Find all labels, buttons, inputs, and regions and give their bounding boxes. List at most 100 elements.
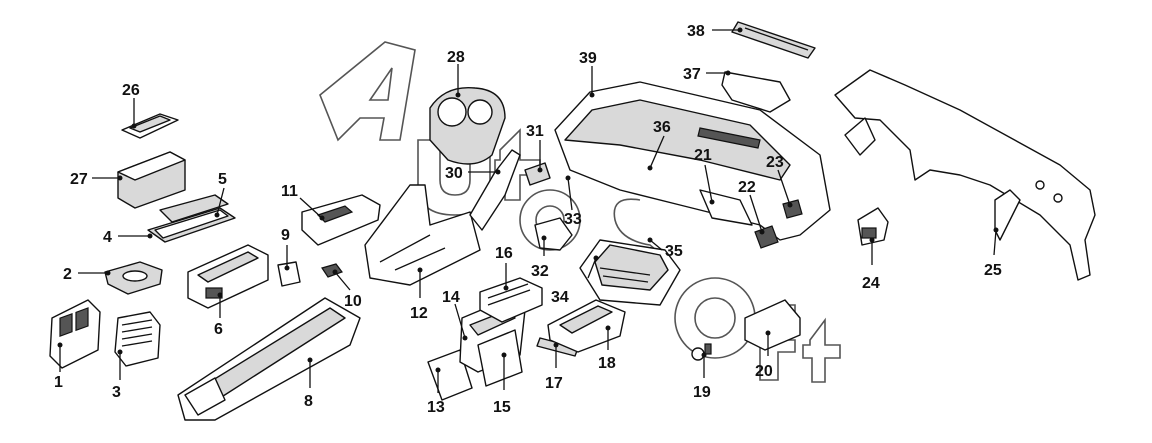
part-11-shelf bbox=[301, 194, 381, 246]
callout-3: 3 bbox=[112, 349, 123, 401]
callout-label-34: 34 bbox=[551, 289, 569, 306]
callout-label-9: 9 bbox=[281, 227, 290, 244]
part-5-plate bbox=[159, 194, 229, 223]
callout-27: 27 bbox=[70, 171, 123, 188]
callout-21: 21 bbox=[694, 147, 715, 205]
part-25-cross-beam bbox=[834, 69, 1096, 281]
part-28-instrument-cluster bbox=[429, 86, 506, 165]
callout-label-26: 26 bbox=[122, 82, 140, 99]
callout-24: 24 bbox=[862, 237, 880, 292]
callout-label-20: 20 bbox=[755, 363, 773, 380]
callout-23: 23 bbox=[766, 154, 793, 208]
callout-label-39: 39 bbox=[579, 50, 597, 67]
callout-label-32: 32 bbox=[531, 263, 549, 280]
watermark-letter-t2 bbox=[802, 317, 841, 383]
callout-5: 5 bbox=[214, 171, 227, 218]
callout-label-11: 11 bbox=[281, 183, 298, 200]
callout-30: 30 bbox=[445, 165, 501, 182]
callout-14: 14 bbox=[442, 289, 468, 341]
part-23-switch bbox=[782, 199, 803, 219]
callout-35: 35 bbox=[647, 237, 683, 260]
part-38-strip bbox=[731, 21, 816, 59]
part-12-console-bracket bbox=[364, 184, 481, 286]
callout-label-23: 23 bbox=[766, 154, 784, 171]
parts bbox=[49, 21, 1096, 421]
callout-17: 17 bbox=[545, 342, 563, 392]
callout-34: 34 bbox=[551, 255, 599, 306]
callout-label-19: 19 bbox=[693, 384, 711, 401]
callout-20: 20 bbox=[755, 330, 773, 380]
part-6-console-box bbox=[187, 244, 269, 309]
callout-label-14: 14 bbox=[442, 289, 460, 306]
callout-label-35: 35 bbox=[665, 243, 683, 260]
callout-36: 36 bbox=[647, 119, 671, 171]
callout-1: 1 bbox=[54, 342, 63, 391]
callout-16: 16 bbox=[495, 245, 513, 291]
callout-label-13: 13 bbox=[427, 399, 445, 416]
callout-label-24: 24 bbox=[862, 275, 880, 292]
callout-label-36: 36 bbox=[653, 119, 671, 136]
callout-label-25: 25 bbox=[984, 262, 1002, 279]
part-3-vent-bezel bbox=[114, 311, 161, 367]
watermark-letter-t bbox=[494, 128, 541, 201]
watermark-letter-a bbox=[319, 41, 416, 142]
callout-26: 26 bbox=[122, 82, 140, 129]
callout-39: 39 bbox=[579, 50, 597, 98]
callout-12: 12 bbox=[410, 267, 428, 322]
callout-label-4: 4 bbox=[103, 229, 112, 246]
callout-label-8: 8 bbox=[304, 393, 313, 410]
callout-9: 9 bbox=[281, 227, 290, 271]
callout-37: 37 bbox=[683, 66, 731, 83]
callout-19: 19 bbox=[693, 352, 711, 401]
part-4-panel bbox=[147, 207, 236, 243]
callouts: 1 2 3 4 5 6 8 9 bbox=[54, 23, 1002, 416]
callout-25: 25 bbox=[984, 227, 1002, 279]
callout-label-16: 16 bbox=[495, 245, 513, 262]
callout-11: 11 bbox=[281, 183, 325, 221]
watermark-letter-o2 bbox=[674, 277, 756, 359]
callout-label-38: 38 bbox=[687, 23, 705, 40]
part-37-bracket bbox=[721, 71, 791, 113]
callout-label-30: 30 bbox=[445, 165, 463, 182]
callout-label-37: 37 bbox=[683, 66, 701, 83]
callout-38: 38 bbox=[687, 23, 743, 40]
callout-label-3: 3 bbox=[112, 384, 121, 401]
part-18-tray bbox=[547, 299, 626, 353]
callout-label-18: 18 bbox=[598, 355, 616, 372]
callout-15: 15 bbox=[493, 352, 511, 416]
callout-label-5: 5 bbox=[218, 171, 227, 188]
part-34-35-hvac-unit bbox=[579, 239, 681, 306]
part-9-switch bbox=[277, 261, 301, 287]
callout-label-31: 31 bbox=[526, 123, 544, 140]
part-31-switch bbox=[524, 162, 551, 186]
callout-label-17: 17 bbox=[545, 375, 563, 392]
part-27-lid bbox=[117, 151, 186, 209]
part-39-dashboard bbox=[554, 81, 831, 241]
callout-8: 8 bbox=[304, 357, 313, 410]
part-10-small-switch bbox=[321, 263, 343, 278]
watermark-letter-o bbox=[519, 189, 581, 251]
callout-label-12: 12 bbox=[410, 305, 428, 322]
callout-label-1: 1 bbox=[54, 374, 63, 391]
callout-label-27: 27 bbox=[70, 171, 88, 188]
part-8-center-console bbox=[177, 297, 361, 421]
part-26-tray bbox=[121, 113, 179, 139]
callout-label-28: 28 bbox=[447, 49, 465, 66]
callout-13: 13 bbox=[427, 367, 445, 416]
callout-label-2: 2 bbox=[63, 266, 72, 283]
callout-2: 2 bbox=[63, 266, 111, 283]
callout-4: 4 bbox=[103, 229, 153, 246]
callout-32: 32 bbox=[531, 235, 549, 280]
part-1-switch-bezel bbox=[49, 299, 101, 369]
part-2-bracket bbox=[104, 261, 163, 295]
part-20-duct bbox=[744, 299, 801, 351]
callout-22: 22 bbox=[738, 179, 765, 235]
callout-33: 33 bbox=[564, 175, 582, 228]
callout-label-15: 15 bbox=[493, 399, 511, 416]
part-16-vent bbox=[479, 277, 543, 323]
callout-label-10: 10 bbox=[344, 293, 362, 310]
part-15-panel bbox=[477, 329, 523, 387]
part-24-bracket bbox=[857, 207, 889, 246]
